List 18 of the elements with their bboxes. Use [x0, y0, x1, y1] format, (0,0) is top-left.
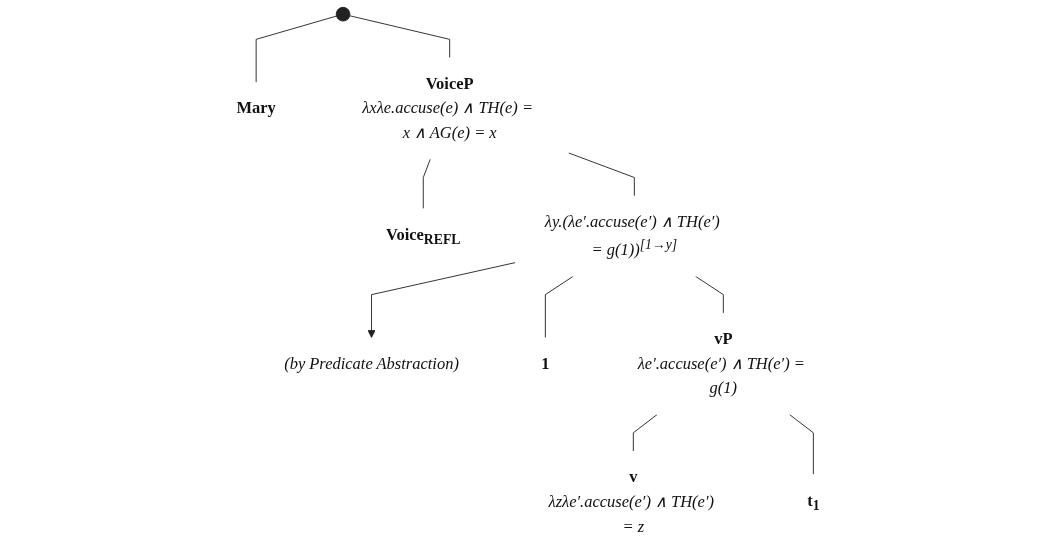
connector: [349, 15, 451, 59]
node-text: Mary: [236, 98, 276, 118]
connector: [544, 275, 574, 339]
node-text: 1: [541, 354, 550, 373]
connector: [789, 414, 814, 475]
connector: [255, 15, 337, 83]
node-text: v λzλe′.accuse(e′) ∧ TH(e′) = z: [548, 467, 714, 536]
connector: [695, 275, 724, 314]
connector: [422, 158, 431, 210]
connector: [568, 152, 635, 197]
node-circle: [335, 6, 351, 22]
node-text: λy.(λe′.accuse(e′) ∧ TH(e′) = g(1))$^{[1→y]}$: [544, 212, 720, 259]
node-text: (by Predicate Abstraction): [284, 354, 459, 373]
node-text: vP λe′.accuse(e′) ∧ TH(e′) = g(1): [637, 329, 805, 398]
node-text: VoiceP λxλe.accuse(e) ∧ TH(e) = x ∧ AG(e) = x: [362, 74, 533, 142]
node-text: Voice$_{REFL}$: [386, 225, 461, 247]
connector: [632, 414, 658, 452]
node-text: t$_{1}$: [807, 490, 820, 513]
